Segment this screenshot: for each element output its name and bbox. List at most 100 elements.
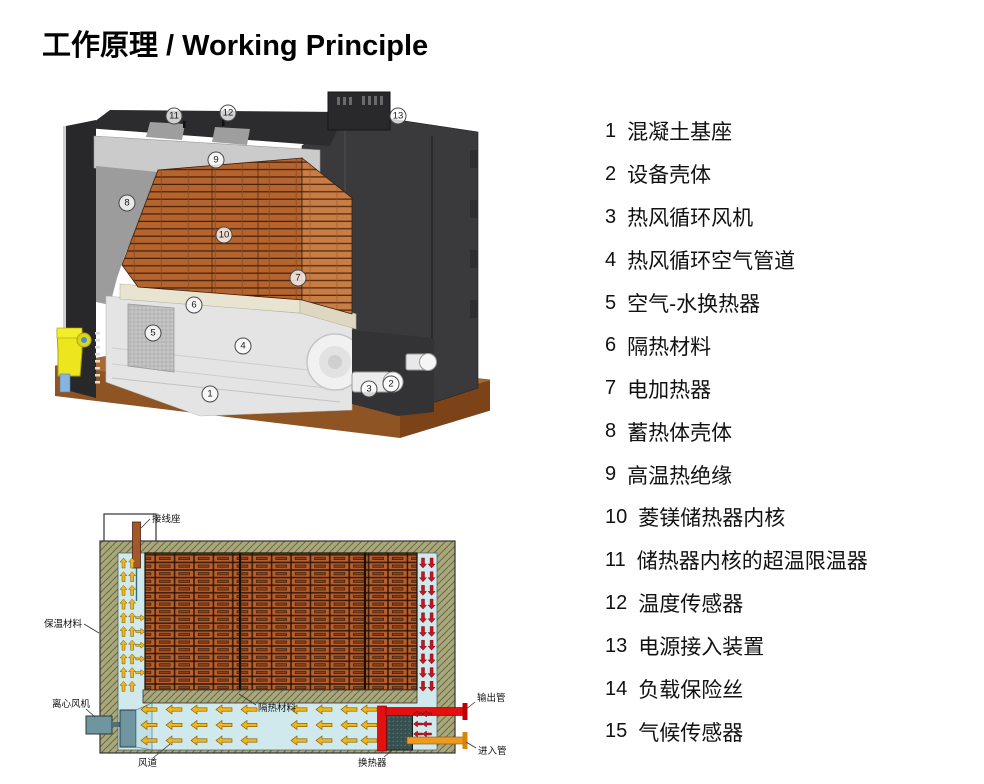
- label-fan: 离心风机: [52, 698, 91, 710]
- legend-item-number: 9: [605, 463, 617, 486]
- centrifugal-fan: [85, 702, 153, 751]
- legend-item-number: 1: [605, 119, 617, 142]
- legend-item-label: 电源接入装置: [638, 636, 765, 660]
- legend-item-number: 3: [605, 205, 617, 228]
- label-heat-exchanger: 换热器: [358, 757, 387, 769]
- svg-text:12: 12: [223, 108, 234, 119]
- svg-text:2: 2: [388, 379, 393, 390]
- legend-item-number: 6: [605, 334, 617, 357]
- legend-item-number: 10: [605, 505, 628, 528]
- legend-item-label: 温度传感器: [638, 593, 744, 617]
- inlet-pipe: [406, 736, 465, 745]
- terminal-electrode: [132, 521, 141, 569]
- legend-item: 9 高温热绝缘: [605, 453, 977, 496]
- legend-item-number: 11: [605, 548, 626, 571]
- svg-text:7: 7: [295, 273, 300, 284]
- legend-item-number: 7: [605, 377, 617, 400]
- svg-text:3: 3: [366, 384, 371, 395]
- svg-text:10: 10: [219, 230, 230, 241]
- legend-item-label: 混凝土基座: [627, 121, 733, 145]
- legend-item: 1 混凝土基座: [605, 110, 977, 153]
- legend-item: 2 设备壳体: [605, 153, 977, 196]
- label-inner-insulation: 隔热材料: [258, 702, 297, 714]
- legend-item-label: 热风循环空气管道: [627, 250, 796, 274]
- legend-item-number: 5: [605, 291, 617, 314]
- magnesite-storage-core: [121, 157, 353, 315]
- brick-storage-core: [144, 552, 418, 691]
- heat-exchanger-assembly: [377, 703, 468, 752]
- outlet-pipe-flange: [462, 703, 468, 720]
- callout-10: 10: [215, 226, 233, 244]
- label-terminal: 接线座: [152, 513, 181, 525]
- callout-8: 8: [118, 194, 136, 212]
- page-title: 工作原理 / Working Principle: [42, 30, 429, 62]
- svg-text:9: 9: [213, 155, 218, 166]
- legend-item-label: 隔热材料: [627, 335, 712, 359]
- sensor-pin: [222, 119, 225, 126]
- legend-item-label: 电加热器: [627, 378, 712, 402]
- cross-section-schematic: 接线座 保温材料 离心风机 风道 隔热材料 换热器 输出管 进入管: [44, 513, 507, 769]
- water-pipe-elbow: [56, 327, 92, 393]
- legend-item: 13 电源接入装置: [605, 625, 977, 668]
- legend-item: 4 热风循环空气管道: [605, 239, 977, 282]
- svg-text:1: 1: [207, 389, 212, 400]
- callout-5: 5: [144, 324, 162, 342]
- inlet-pipe-flange: [462, 732, 468, 749]
- legend-item: 8 蓄热体壳体: [605, 410, 977, 453]
- callout-6: 6: [185, 296, 203, 314]
- legend-item-label: 高温热绝缘: [627, 464, 733, 488]
- legend-item: 11 储热器内核的超温限温器: [605, 539, 977, 582]
- legend-item-label: 气候传感器: [638, 721, 744, 745]
- legend-item-number: 12: [605, 591, 628, 614]
- svg-text:13: 13: [393, 111, 404, 122]
- svg-text:6: 6: [191, 300, 196, 311]
- schematic-labels: 接线座 保温材料 离心风机 风道 隔热材料 换热器 输出管 进入管: [44, 513, 507, 769]
- callout-2: 2: [382, 375, 400, 393]
- svg-text:8: 8: [124, 198, 129, 209]
- legend-item: 15 气候传感器: [605, 710, 977, 753]
- legend-item: 6 隔热材料: [605, 324, 977, 367]
- legend-item-number: 13: [605, 634, 628, 657]
- legend-item-label: 设备壳体: [627, 164, 712, 188]
- callout-4: 4: [234, 337, 252, 355]
- label-air-duct: 风道: [138, 757, 158, 769]
- legend-item: 10 菱镁储热器内核: [605, 496, 977, 539]
- callout-3: 3: [360, 380, 378, 398]
- callout-13: 13: [389, 107, 407, 125]
- label-inlet-pipe: 进入管: [478, 745, 507, 757]
- legend-item-number: 2: [605, 162, 617, 185]
- legend-item-number: 15: [605, 720, 628, 743]
- svg-text:4: 4: [240, 341, 245, 352]
- power-connection-box: [327, 91, 391, 131]
- outlet-pipe-riser: [377, 705, 387, 752]
- legend-item: 3 热风循环风机: [605, 196, 977, 239]
- callout-7: 7: [289, 269, 307, 287]
- svg-text:5: 5: [150, 328, 155, 339]
- terminal-box: [103, 513, 157, 543]
- legend-item-label: 热风循环风机: [627, 207, 754, 231]
- callout-markers: 1 2 3 4 5 6 7 8 9 10 11 12 13: [118, 104, 407, 403]
- legend-item-number: 14: [605, 677, 628, 700]
- legend-item-label: 储热器内核的超温限温器: [636, 550, 868, 574]
- legend-item: 7 电加热器: [605, 367, 977, 410]
- blue-drain-stub: [59, 373, 71, 393]
- label-outer-insulation: 保温材料: [44, 618, 83, 630]
- callout-1: 1: [201, 385, 219, 403]
- legend-item-number: 8: [605, 420, 617, 443]
- callout-12: 12: [219, 104, 237, 122]
- svg-text:11: 11: [169, 111, 179, 122]
- label-outlet-pipe: 输出管: [477, 692, 506, 704]
- inner-insulation-band: [142, 689, 418, 704]
- legend-item-number: 4: [605, 248, 617, 271]
- legend-item: 12 温度传感器: [605, 582, 977, 625]
- exchanger-arrows: [413, 710, 432, 738]
- callout-9: 9: [207, 151, 225, 169]
- legend-item-label: 菱镁储热器内核: [638, 507, 786, 531]
- legend-item-label: 蓄热体壳体: [627, 421, 733, 445]
- callout-11: 11: [165, 107, 183, 125]
- storage-housing-panel: [96, 166, 158, 305]
